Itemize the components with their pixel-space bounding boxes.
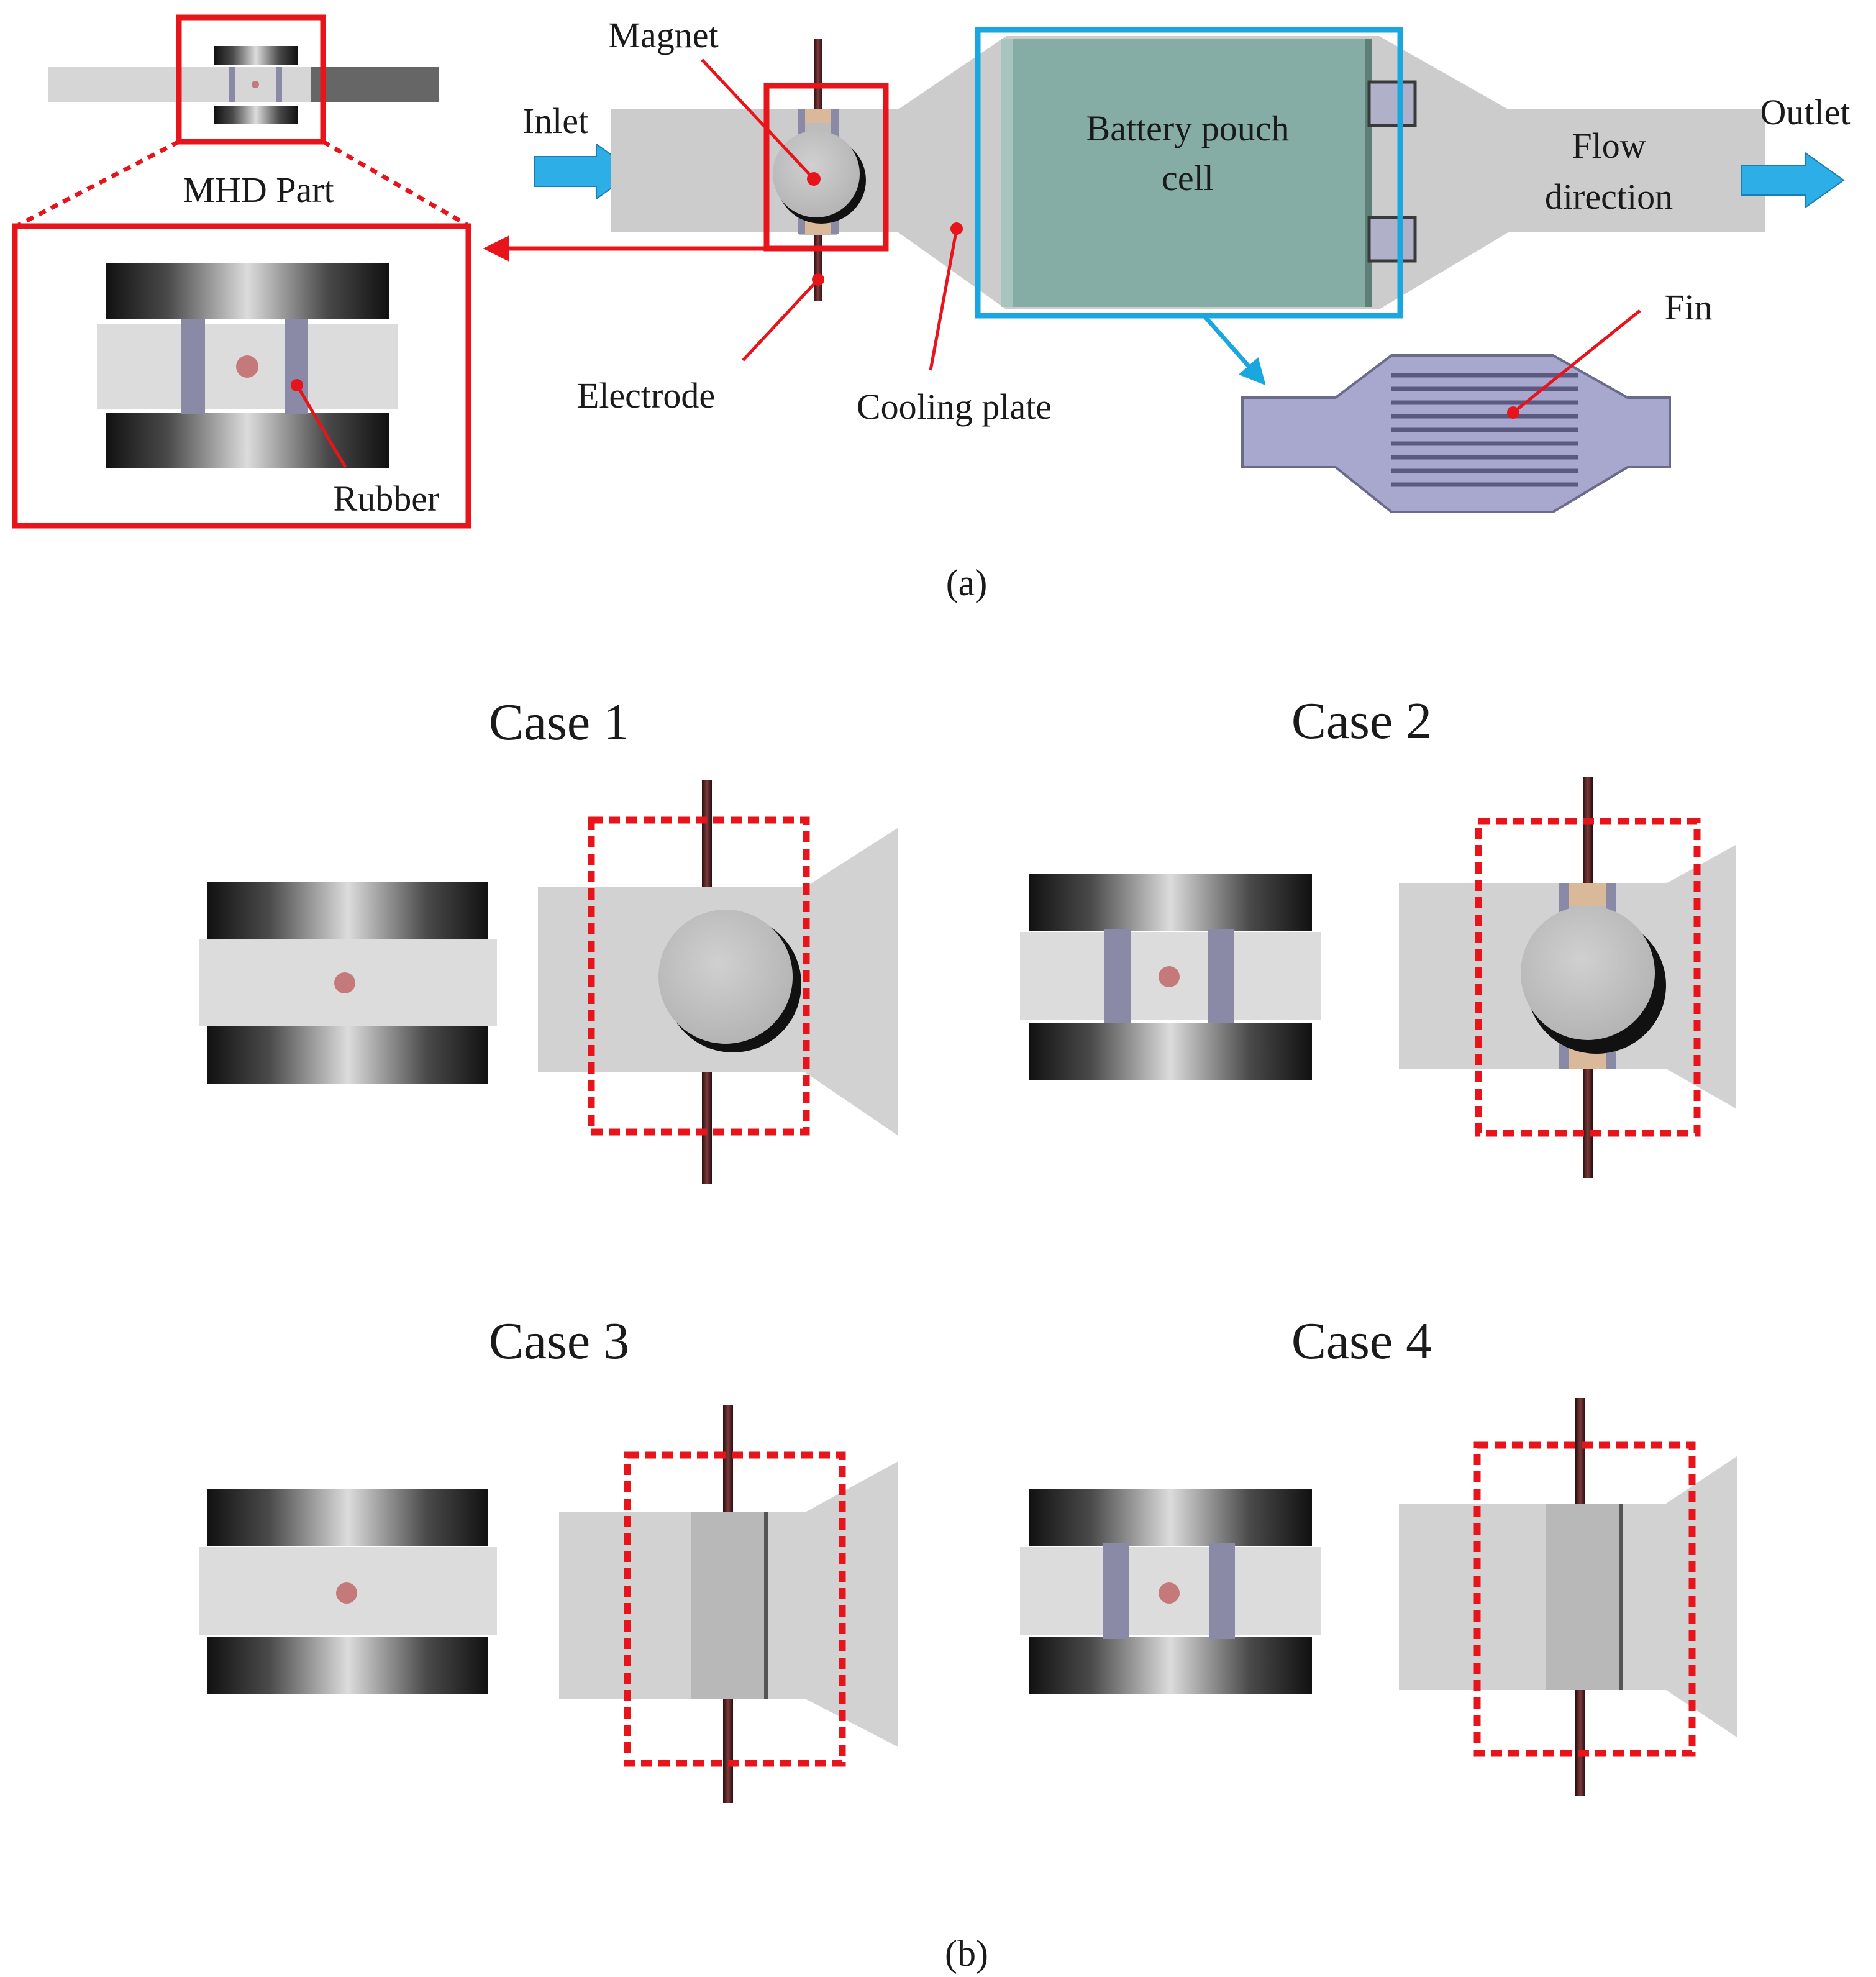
case-3-magnet-config	[199, 1489, 497, 1694]
case-1-magnet-disc	[658, 910, 793, 1044]
case-2-magnet-disc	[1521, 906, 1655, 1040]
magnet-label: Magnet	[608, 15, 718, 55]
panel-a-label: (a)	[946, 562, 988, 603]
case-4-flat-magnet	[1546, 1504, 1623, 1690]
electrode-label: Electrode	[577, 375, 715, 416]
panel-a: MHD Part Rubber Inlet	[12, 14, 1851, 603]
case-3-flat-magnet	[691, 1512, 768, 1699]
outlet-label: Outlet	[1760, 92, 1851, 132]
inlet-label: Inlet	[522, 101, 588, 141]
battery-highlight	[975, 27, 1403, 319]
rubber-label: Rubber	[334, 478, 440, 519]
flow-label-line2: direction	[1545, 176, 1673, 217]
case-4-title: Case 4	[1291, 1312, 1432, 1370]
mhd-thumbnail-highlight	[176, 14, 326, 145]
case-3-title: Case 3	[489, 1312, 629, 1370]
battery-pouch-cell	[1001, 39, 1417, 307]
panel-b-label: (b)	[945, 1933, 988, 1974]
case-3: Case 3	[199, 1312, 898, 1803]
battery-label-line2: cell	[1162, 158, 1214, 198]
mhd-part-label: MHD Part	[183, 170, 334, 210]
fin-detail	[1241, 309, 1671, 513]
case-2-channel-config	[1399, 777, 1736, 1178]
case-1: Case 1	[199, 693, 898, 1184]
outlet-arrow-icon	[1741, 152, 1845, 209]
flow-label-line1: Flow	[1572, 126, 1646, 166]
case-4-magnet-config	[1020, 1489, 1321, 1694]
mhd-insert-highlight	[763, 83, 889, 252]
cooling-plate-label: Cooling plate	[857, 386, 1052, 427]
mhd-insert	[773, 109, 866, 235]
case-2-title: Case 2	[1291, 692, 1432, 750]
case-1-title: Case 1	[489, 693, 629, 751]
case-3-channel-config	[559, 1405, 898, 1803]
panel-b: Case 1 Case 2	[199, 692, 1737, 1974]
case-1-magnet-config	[199, 882, 497, 1084]
mhd-zoom-detail	[12, 223, 471, 529]
battery-label-line1: Battery pouch	[1086, 108, 1290, 148]
case-4-channel-config	[1399, 1398, 1737, 1796]
case-2-magnet-config	[1020, 874, 1321, 1080]
fin-label: Fin	[1664, 287, 1712, 327]
case-4: Case 4	[1020, 1312, 1737, 1796]
case-1-channel-config	[538, 780, 898, 1184]
case-2: Case 2	[1020, 692, 1736, 1178]
mhd-thumbnail	[48, 14, 439, 145]
